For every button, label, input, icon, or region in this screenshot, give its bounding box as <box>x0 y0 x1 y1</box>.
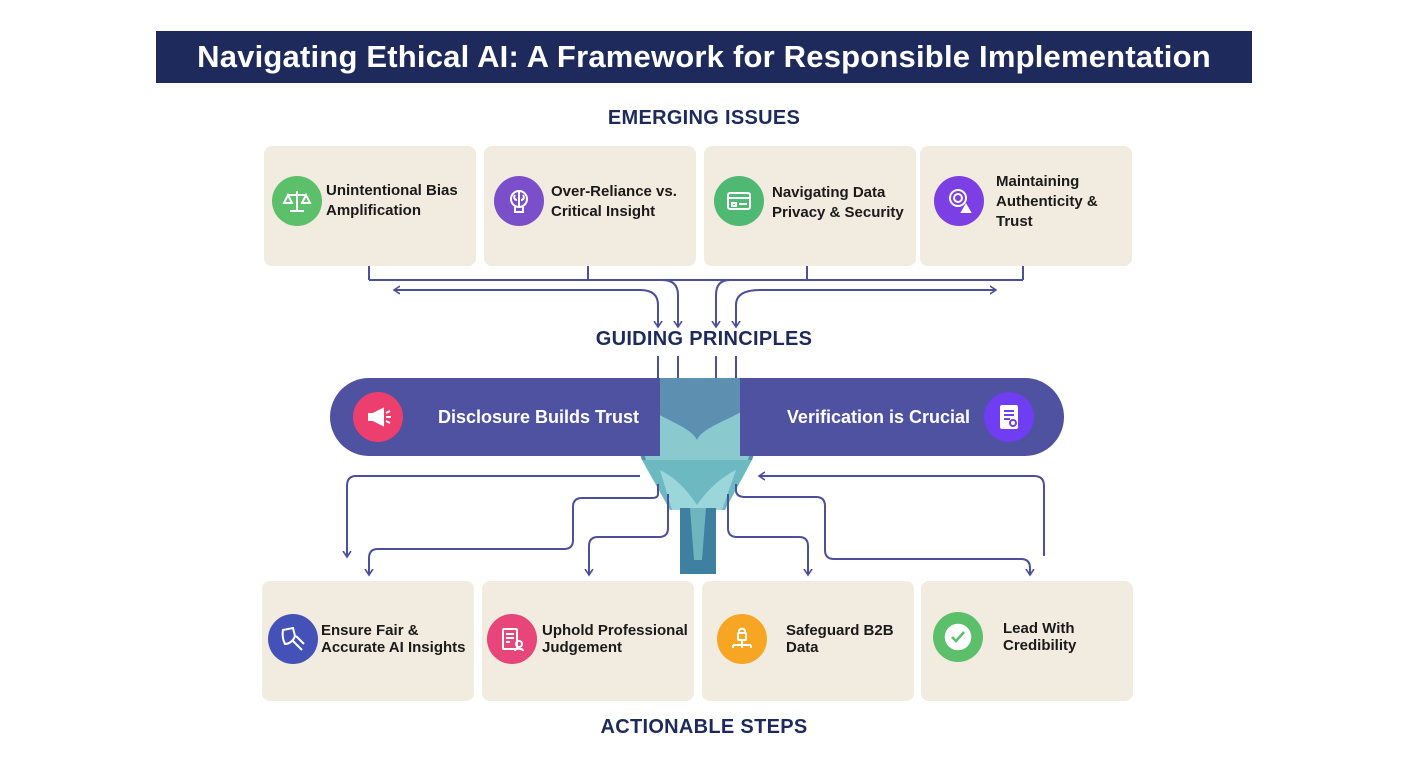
issue-label: Unintentional Bias Amplification <box>326 182 458 219</box>
issue-card-authenticity: Maintaining Authenticity & Trust <box>920 146 1132 266</box>
actionable-steps-heading: ACTIONABLE STEPS <box>600 716 808 738</box>
step-card-judgement: Uphold Professional Judgement <box>482 581 694 701</box>
check-circle-icon <box>933 612 983 662</box>
step-label: Lead With Credibility <box>1003 620 1077 654</box>
step-card-safeguard: Safeguard B2B Data <box>702 581 914 701</box>
document-check-icon <box>984 392 1034 442</box>
guiding-principles-heading: GUIDING PRINCIPLES <box>595 328 813 350</box>
principle-label: Disclosure Builds Trust <box>438 406 640 427</box>
principle-verification: Verification is Crucial <box>740 378 1064 456</box>
issue-card-overreliance: Over-Reliance vs. Critical Insight <box>484 146 696 266</box>
top-connectors <box>368 266 1024 382</box>
title-banner: Navigating Ethical AI: A Framework for R… <box>156 31 1252 83</box>
principle-disclosure: Disclosure Builds Trust <box>330 378 660 456</box>
megaphone-icon <box>353 392 403 442</box>
step-label: Ensure Fair & Accurate AI Insights <box>321 622 466 656</box>
network-lock-icon <box>717 614 767 664</box>
gavel-shield-icon <box>268 614 318 664</box>
step-label: Uphold Professional Judgement <box>542 622 688 656</box>
badge-warning-icon <box>934 176 984 226</box>
issue-label: Over-Reliance vs. Critical Insight <box>551 183 677 220</box>
clipboard-user-icon <box>487 614 537 664</box>
issue-card-bias: Unintentional Bias Amplification <box>264 146 476 266</box>
scales-icon <box>272 176 322 226</box>
issue-card-privacy: Navigating Data Privacy & Security <box>704 146 916 266</box>
brain-icon <box>494 176 544 226</box>
data-window-icon <box>714 176 764 226</box>
issue-label: Navigating Data Privacy & Security <box>772 184 904 221</box>
step-card-fair: Ensure Fair & Accurate AI Insights <box>262 581 474 701</box>
page-title: Navigating Ethical AI: A Framework for R… <box>197 39 1211 74</box>
step-label: Safeguard B2B Data <box>786 622 894 656</box>
step-card-credibility: Lead With Credibility <box>921 581 1133 701</box>
emerging-issues-heading: EMERGING ISSUES <box>607 107 801 129</box>
bottom-connectors <box>347 476 1045 574</box>
principle-label: Verification is Crucial <box>786 406 970 427</box>
issue-label: Maintaining Authenticity & Trust <box>996 173 1098 230</box>
